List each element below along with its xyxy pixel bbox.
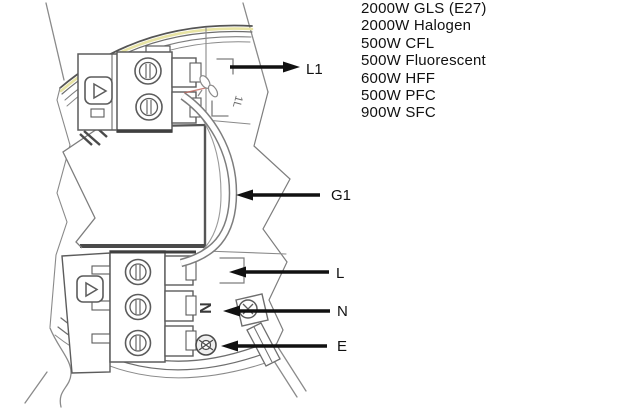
clamp-screw-icon: [238, 299, 258, 319]
label-l1: L1: [306, 61, 323, 78]
lower-connectors: [164, 255, 197, 357]
panel-slot: [91, 333, 111, 344]
panel-slot: [90, 108, 105, 118]
arrow-l1: [230, 61, 300, 73]
label-n: N: [337, 303, 348, 320]
lower-terminal-block: [61, 250, 197, 374]
panel-slot: [91, 265, 111, 275]
label-e: E: [337, 338, 347, 355]
terminal-screw-icon: [124, 329, 152, 357]
label-l: L: [336, 265, 344, 282]
rating-line: 500W Fluorescent: [361, 52, 486, 70]
terminal-screw-icon: [134, 57, 162, 85]
wire-loop: [179, 92, 238, 268]
play-triangle-icon: [76, 275, 104, 303]
play-triangle-icon: [84, 76, 113, 105]
callout-arrows: [221, 61, 330, 352]
arrow-g1: [236, 189, 320, 201]
pole-lines: [24, 2, 307, 408]
terminal-screw-icon: [124, 258, 152, 286]
molded-marks: 1L: [197, 75, 245, 109]
rating-line: 500W PFC: [361, 87, 436, 105]
arrow-e: [221, 340, 327, 352]
neutral-terminal-marking: N: [196, 302, 213, 314]
terminal-screw-icon: [124, 293, 152, 321]
arrow-l: [229, 266, 329, 278]
rating-line: 2000W GLS (E27): [361, 0, 487, 17]
rating-line: 500W CFL: [361, 34, 435, 52]
arrow-n: [223, 305, 330, 317]
terminal-screw-icon: [135, 93, 163, 121]
rating-line: 600W HFF: [361, 69, 436, 87]
rating-line: 900W SFC: [361, 104, 436, 122]
earth-screw-icon: [195, 334, 217, 356]
upper-terminal-block: [77, 45, 202, 133]
rating-line: 2000W Halogen: [361, 17, 472, 35]
callout-labels: L1 G1 L N E: [306, 61, 351, 355]
lamp-ratings-list: 2000W GLS (E27) 2000W Halogen 500W CFL 5…: [361, 0, 487, 122]
molded-live-marking: 1L: [230, 94, 245, 109]
module-body: [62, 123, 207, 249]
label-g1: G1: [331, 187, 351, 204]
